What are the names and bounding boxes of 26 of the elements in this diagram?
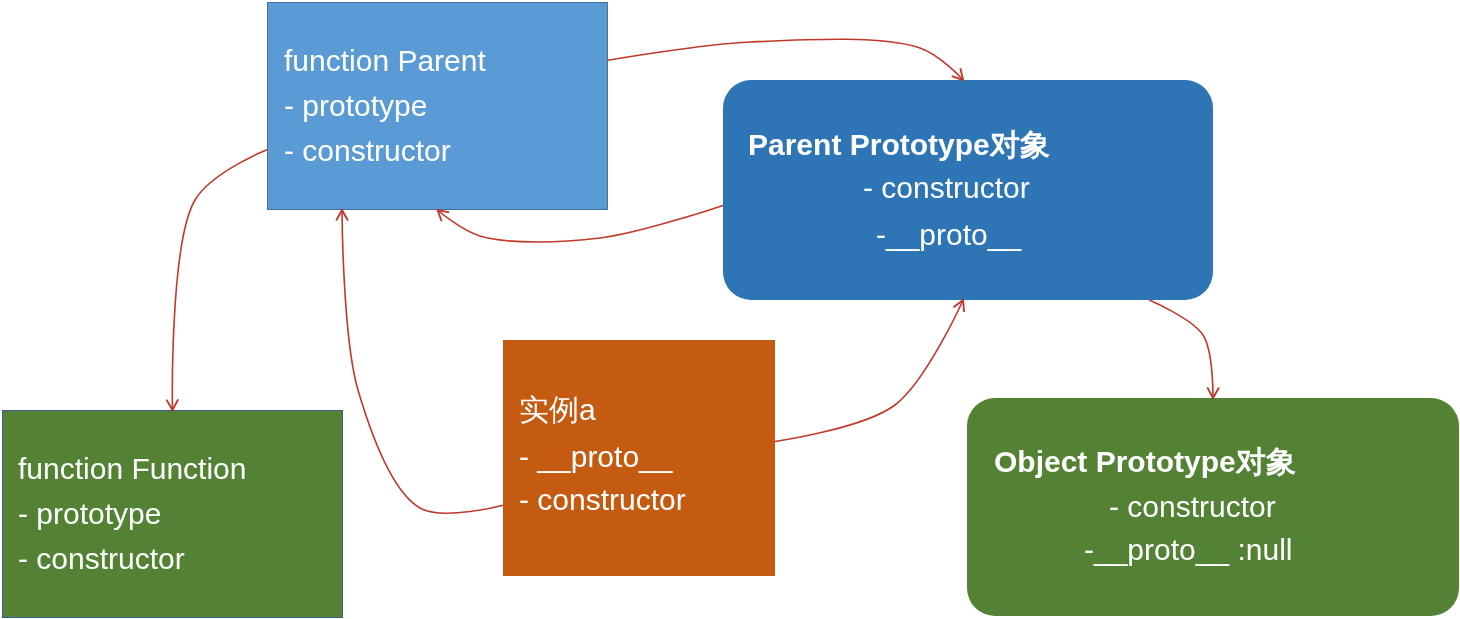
property-text: - prototype (18, 497, 162, 531)
property-text: -__proto__ :null (1084, 533, 1293, 567)
box-heading: function Function (18, 452, 247, 486)
function-box (267, 2, 608, 210)
property-text: - constructor (863, 171, 1030, 205)
property-text: - prototype (284, 89, 428, 123)
box-heading: function Parent (284, 44, 486, 78)
prototype-object-box (967, 398, 1459, 616)
curved-arrow (335, 209, 504, 514)
box-heading: Object Prototype对象 (994, 445, 1296, 479)
curved-arrow (774, 299, 965, 443)
function-box (2, 410, 343, 618)
curved-arrow (1148, 299, 1220, 399)
property-text: -__proto__ (876, 218, 1022, 252)
curved-arrow (165, 148, 268, 411)
property-text: - constructor (284, 134, 451, 168)
property-text: - constructor (1109, 490, 1276, 524)
instance-box (503, 340, 775, 576)
curved-arrow (607, 38, 965, 81)
box-heading: Parent Prototype对象 (748, 128, 1050, 162)
property-text: - __proto__ (519, 440, 673, 474)
property-text: - constructor (18, 542, 185, 576)
curved-arrow (436, 204, 724, 243)
box-heading: 实例a (519, 393, 596, 427)
property-text: - constructor (519, 483, 686, 517)
prototype-object-box (723, 80, 1213, 300)
